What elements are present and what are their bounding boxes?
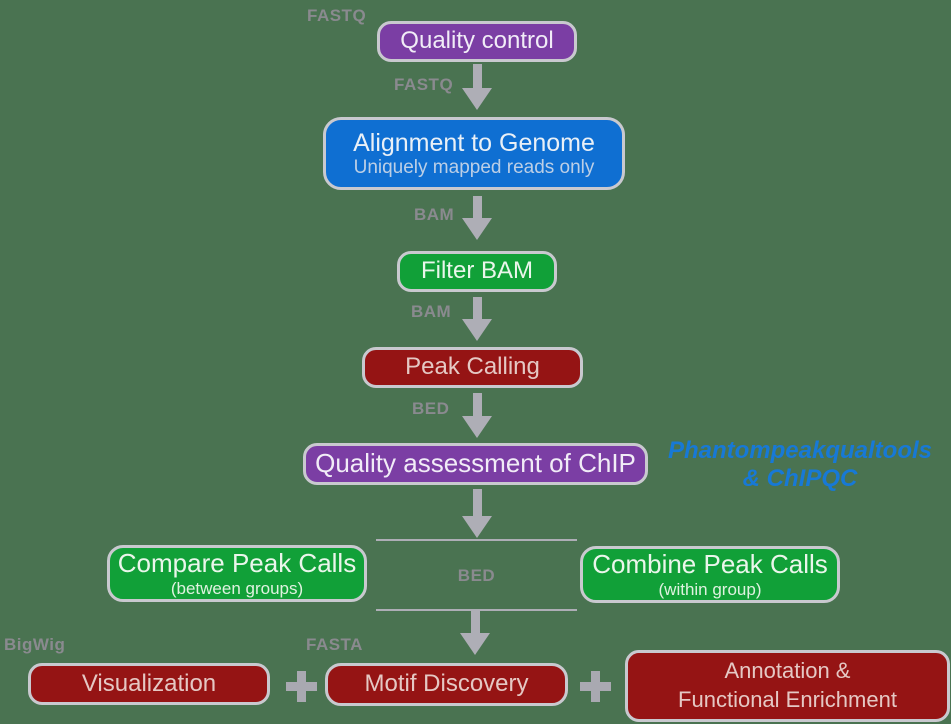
node-label: Motif Discovery	[364, 670, 529, 698]
node-motif-discovery: Motif Discovery	[325, 663, 568, 706]
node-label: Visualization	[81, 669, 217, 697]
arrow-shaft	[470, 611, 480, 633]
node-quality-assessment: Quality assessment of ChIP	[303, 443, 648, 485]
tools-annotation-line1: Phantompeakqualtools	[667, 437, 933, 464]
plus-icon	[286, 671, 317, 702]
node-sublabel: (within group)	[658, 579, 762, 599]
node-label: Quality control	[400, 27, 554, 55]
arrow-head	[462, 88, 492, 110]
node-label: Filter BAM	[420, 257, 533, 285]
plus-vertical-bar	[297, 671, 306, 702]
node-label: Alignment to Genome	[353, 128, 595, 157]
file-label-fastq: FASTQ	[394, 75, 454, 94]
arrow-shaft	[472, 297, 482, 319]
arrow-shaft	[472, 196, 482, 218]
node-compare-peak-calls: Compare Peak Calls (between groups)	[107, 545, 367, 602]
arrow-down-icon	[462, 393, 492, 438]
node-label-line2: Functional Enrichment	[678, 687, 897, 712]
node-label: Compare Peak Calls	[117, 548, 357, 579]
file-label-bam-2: BAM	[411, 302, 452, 321]
file-label-bam: BAM	[414, 205, 455, 224]
arrow-shaft	[472, 393, 482, 416]
arrow-head	[462, 319, 492, 341]
split-line-top	[376, 539, 577, 541]
arrow-head	[462, 516, 492, 538]
node-combine-peak-calls: Combine Peak Calls (within group)	[580, 546, 840, 603]
node-quality-control: Quality control	[377, 21, 577, 62]
node-label: Combine Peak Calls	[592, 549, 828, 580]
arrow-down-icon	[460, 611, 490, 655]
arrow-shaft	[472, 64, 482, 88]
arrow-down-icon	[462, 64, 492, 110]
node-label-line1: Annotation &	[724, 658, 851, 684]
node-label: Peak Calling	[405, 353, 540, 381]
plus-icon	[580, 671, 611, 702]
file-label-fastq-input: FASTQ	[307, 6, 367, 25]
split-line-bottom	[376, 609, 577, 611]
node-sublabel: (between groups)	[170, 578, 304, 598]
arrow-head	[462, 218, 492, 240]
node-filter-bam: Filter BAM	[397, 251, 557, 292]
arrow-down-icon	[462, 297, 492, 341]
node-sublabel: Uniquely mapped reads only	[353, 156, 595, 178]
arrow-down-icon	[462, 489, 492, 538]
arrow-shaft	[472, 489, 482, 516]
node-alignment-to-genome: Alignment to Genome Uniquely mapped read…	[323, 117, 625, 190]
arrow-head	[462, 416, 492, 438]
file-label-bed: BED	[412, 399, 450, 418]
arrow-down-icon	[462, 196, 492, 240]
file-label-bigwig: BigWig	[4, 635, 66, 654]
node-label: Quality assessment of ChIP	[315, 448, 636, 479]
tools-annotation: Phantompeakqualtools & ChIPQC	[650, 437, 950, 493]
file-label-bed-split: BED	[457, 566, 496, 585]
node-visualization: Visualization	[28, 663, 270, 705]
tools-annotation-line2: & ChIPQC	[742, 465, 858, 492]
plus-vertical-bar	[591, 671, 600, 702]
file-label-fasta: FASTA	[306, 635, 363, 654]
node-annotation-functional-enrichment: Annotation & Functional Enrichment	[625, 650, 950, 722]
node-peak-calling: Peak Calling	[362, 347, 583, 388]
arrow-head	[460, 633, 490, 655]
